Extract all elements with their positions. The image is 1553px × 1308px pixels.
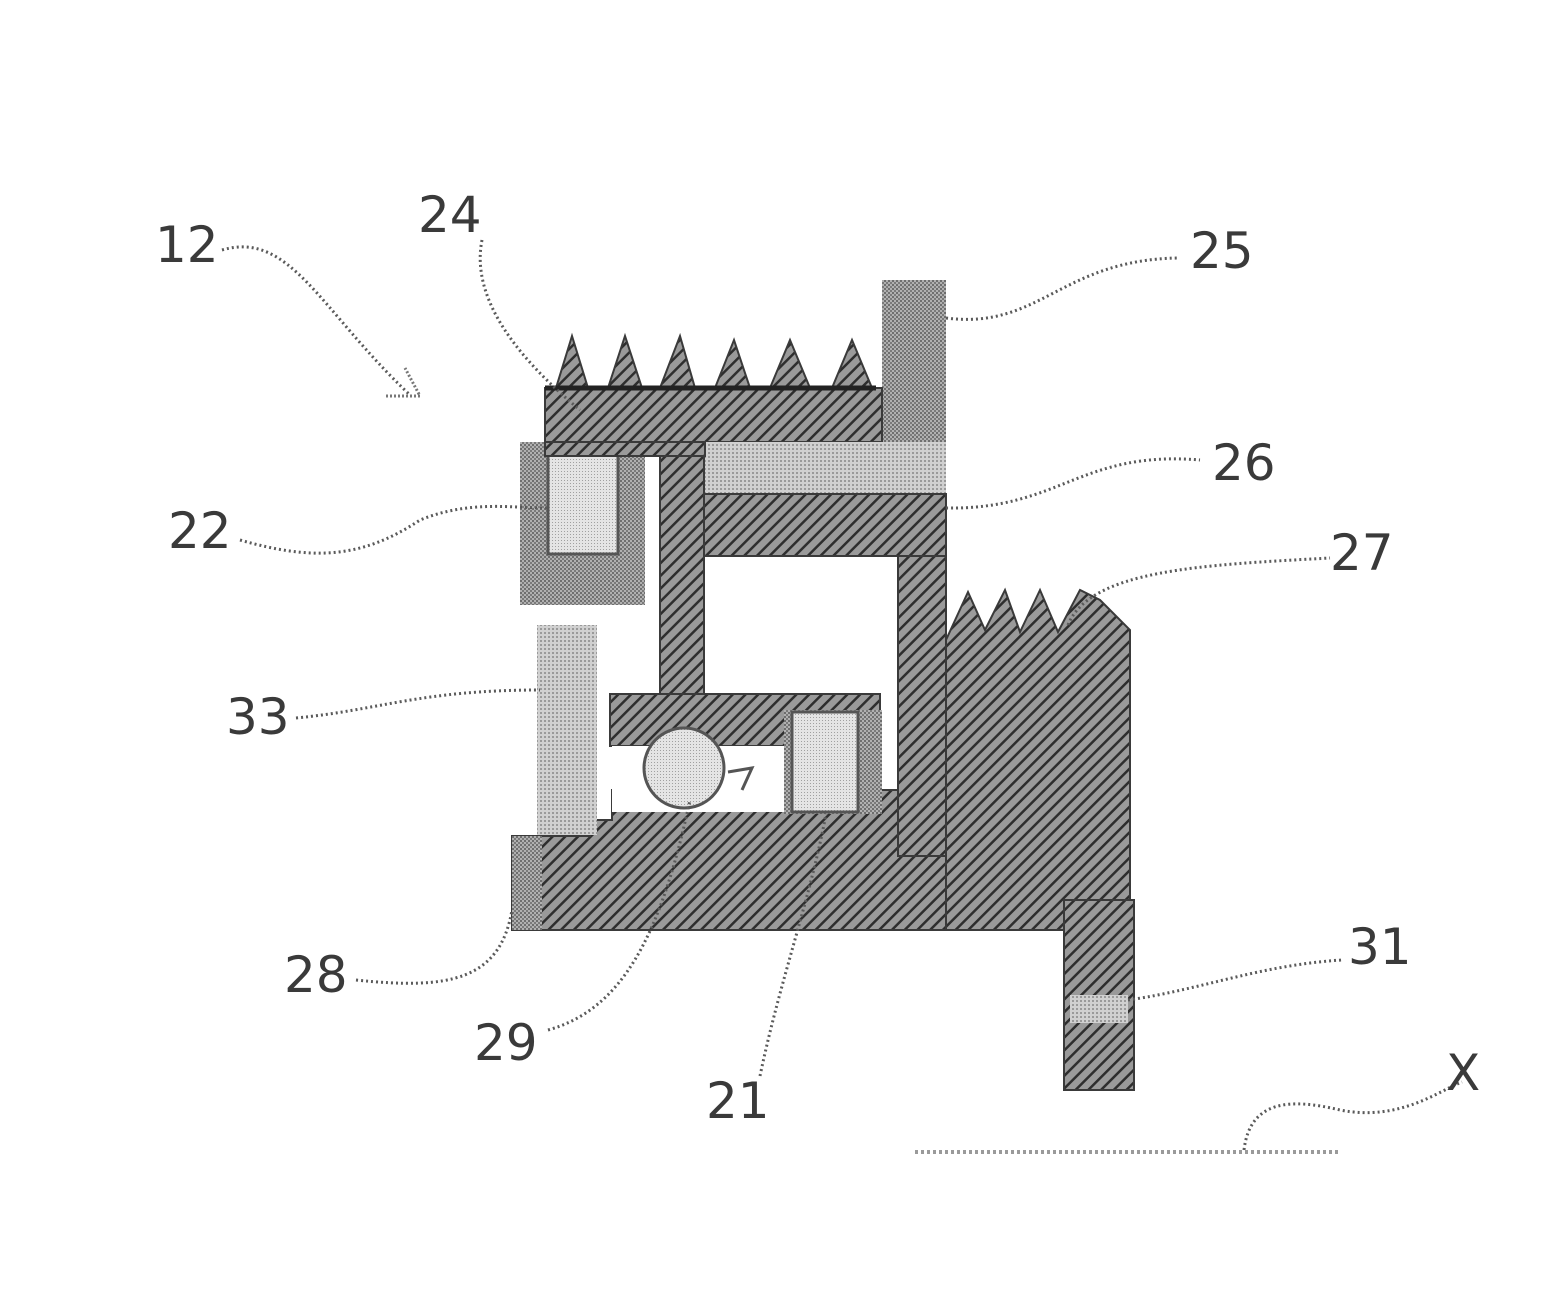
leader-33	[296, 690, 540, 718]
ref-label-22: 22	[168, 502, 232, 560]
part-29-roller	[644, 728, 724, 808]
part-31-rod-gap	[1070, 995, 1128, 1023]
vertical-link-cap	[545, 442, 705, 456]
ref-label-25: 25	[1190, 222, 1254, 280]
leader-26	[946, 459, 1200, 508]
ref-label-x: X	[1446, 1044, 1480, 1102]
part-26-horizontal-plate	[700, 494, 946, 556]
ref-label-29: 29	[474, 1014, 538, 1072]
part-33-post	[537, 625, 597, 835]
ref-label-31: 31	[1348, 918, 1412, 976]
arrow-12-head	[386, 368, 420, 396]
leader-22	[240, 506, 548, 553]
ref-label-12: 12	[155, 216, 219, 274]
leader-x	[1244, 1082, 1462, 1150]
part-27-toothed-body	[946, 590, 1130, 930]
ref-label-21: 21	[706, 1072, 770, 1130]
leader-25	[946, 258, 1178, 319]
ref-label-28: 28	[284, 946, 348, 1004]
ref-label-33: 33	[226, 688, 290, 746]
part-22-insert	[548, 448, 618, 554]
leader-28	[356, 910, 512, 983]
part-26-vertical-post	[898, 556, 946, 856]
part-26-lower-plate-light	[700, 442, 946, 494]
part-21-insert	[792, 712, 858, 812]
ref-label-27: 27	[1330, 524, 1394, 582]
vertical-link	[660, 442, 704, 694]
ref-label-24: 24	[418, 186, 482, 244]
part-28-left-foot	[512, 836, 542, 930]
leader-31	[1128, 960, 1342, 1000]
ref-label-26: 26	[1212, 434, 1276, 492]
leader-12	[222, 247, 410, 395]
